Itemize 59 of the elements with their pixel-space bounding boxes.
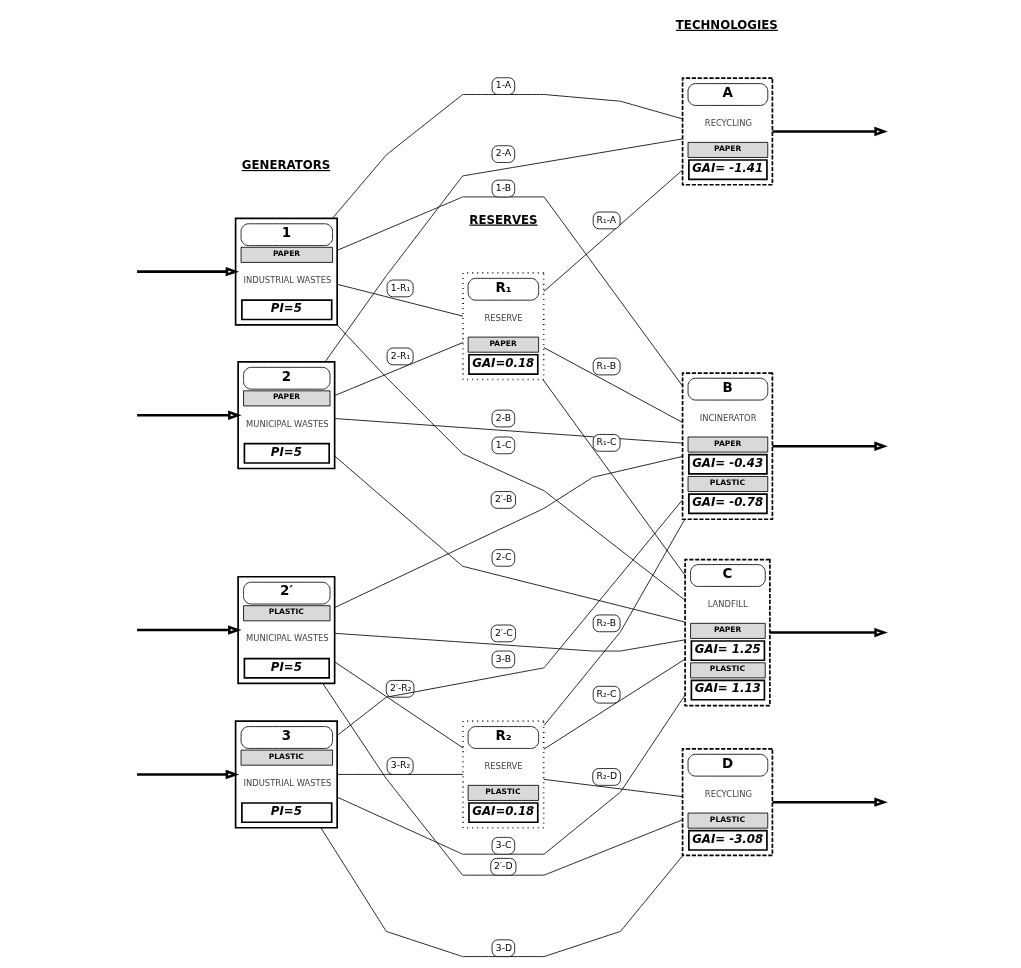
edge-label: 2′-C (494, 626, 513, 638)
connector (334, 632, 686, 652)
edge-label: R₁-B (596, 359, 616, 371)
node-box: A RECYCLING PAPER GAI= -1.41 (681, 77, 774, 186)
arrow (137, 769, 240, 780)
edge-label: 2′-D (494, 860, 513, 872)
node-box: 2′ PLASTIC MUNICIPAL WASTES PI=5 (237, 575, 336, 685)
arrow (137, 266, 240, 277)
edge-label: 3-D (495, 941, 513, 953)
connector (543, 658, 686, 750)
node-box: C LANDFILL PAPER GAI= 1.25 PLASTIC GAI= 1.13 (684, 558, 771, 707)
edge-label: 1-R₁ (390, 281, 411, 293)
edge-label: 2-A (495, 147, 512, 159)
edge-label: 2-B (495, 411, 511, 423)
node-box: R₁ RESERVE PAPER GAI=0.18 (462, 272, 545, 381)
connector (334, 418, 683, 444)
connector (336, 196, 683, 387)
edge-label: R₁-C (596, 436, 617, 448)
edge-label: 2′-B (494, 493, 513, 505)
edge-label: 2-C (495, 551, 512, 563)
edge-label: 3-C (495, 839, 512, 851)
edge-label: 2-R₁ (390, 349, 411, 361)
node-box: 2 PAPER MUNICIPAL WASTES PI=5 (237, 361, 336, 470)
node-box: D RECYCLING PLASTIC GAI= -3.08 (681, 748, 774, 857)
connector (334, 342, 464, 396)
label: RESERVES (469, 212, 538, 227)
label: TECHNOLOGIES (675, 17, 778, 32)
edge-label: R₂-C (596, 688, 617, 700)
connector (334, 661, 464, 749)
connector (543, 169, 683, 293)
edge-label: 2′-R₂ (390, 682, 412, 694)
connector (542, 379, 686, 576)
arrow (772, 797, 888, 807)
connector (543, 347, 683, 423)
node-box: 1 PAPER INDUSTRIAL WASTES PI=5 (234, 217, 338, 326)
edge-label: 3-B (495, 652, 511, 664)
edge-label: R₂-D (596, 770, 618, 782)
node-box: B INCINERATOR PAPER GAI= -0.43 PLASTIC GAI= -0.78 (681, 372, 774, 521)
edge-label: 3-R₂ (390, 759, 411, 771)
edge-label: 1-C (495, 438, 512, 450)
connector (336, 324, 686, 601)
arrow (770, 627, 888, 638)
edge-label: 1-A (495, 79, 512, 91)
node-box: R₂ RESERVE PLASTIC GAI=0.18 (462, 720, 545, 829)
arrow (772, 441, 888, 451)
connector (543, 518, 686, 727)
arrow (772, 126, 888, 137)
arrow (137, 625, 242, 635)
connector (332, 94, 683, 219)
connector (543, 778, 683, 798)
connector (336, 499, 683, 736)
edge-label: R₂-B (596, 616, 616, 628)
connector (337, 283, 464, 317)
arrow (137, 410, 242, 420)
edge-label: 1-B (495, 181, 511, 193)
edge-label: R₁-A (596, 213, 617, 225)
connector (337, 774, 464, 775)
label: GENERATORS (241, 157, 331, 172)
node-box: 3 PLASTIC INDUSTRIAL WASTES PI=5 (234, 720, 338, 829)
